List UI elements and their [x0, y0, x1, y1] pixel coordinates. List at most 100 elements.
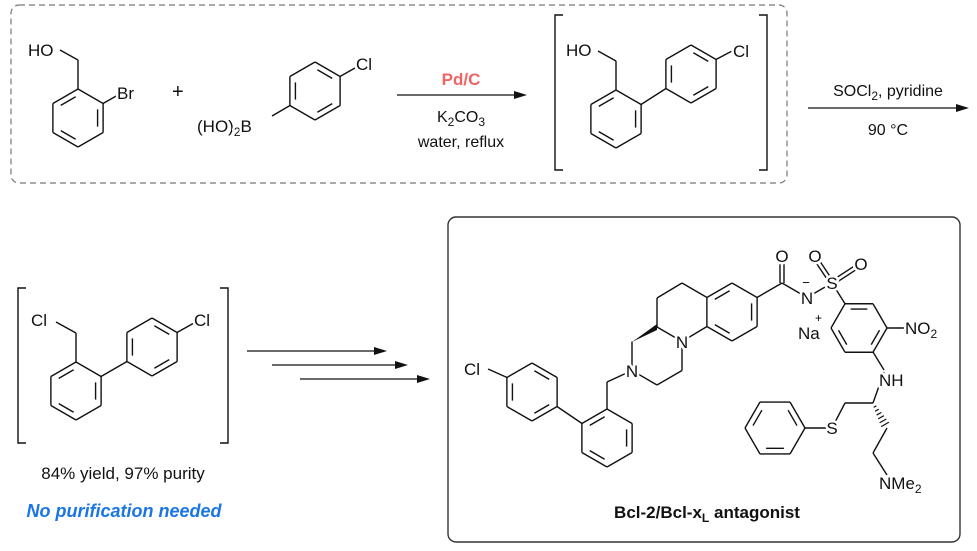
step-2-reagent-label: SOCl2, pyridine: [833, 83, 943, 103]
ring-bond: [77, 88, 104, 105]
bond: [681, 325, 708, 343]
ring-bond: [590, 132, 617, 149]
aromatic-double-bond: [58, 369, 74, 379]
ring-bond: [289, 104, 316, 121]
ring-bond: [706, 282, 733, 299]
product-title: Bcl-2/Bcl-xL antagonist: [614, 503, 800, 525]
ring-bond: [289, 61, 316, 78]
aromatic-double-bond: [317, 69, 333, 79]
ring-bond: [789, 427, 806, 455]
ring-bond: [151, 317, 178, 334]
carbonyl-o-label: O: [775, 247, 788, 266]
bond: [831, 282, 846, 305]
bond: [831, 402, 846, 429]
double-bond: [819, 260, 835, 283]
reactant-1-hydroxyl-label: HO: [28, 41, 54, 60]
bond: [59, 49, 79, 61]
bond: [271, 104, 291, 117]
ring-bond: [531, 362, 558, 379]
ring-bond: [50, 361, 77, 378]
aromatic-double-bond: [870, 329, 881, 345]
reactant-2-chloro-label: Cl: [356, 55, 372, 74]
aromatic-double-bond: [60, 96, 76, 106]
ring-bond: [690, 87, 717, 104]
sulfonyl-o2-label: O: [854, 255, 867, 274]
solvent-label: water, reflux: [417, 134, 504, 151]
sulfonyl-o1-label: O: [808, 247, 821, 266]
sulfur-label: S: [826, 274, 837, 293]
intermediate-2-brackets: [17, 287, 229, 444]
nitro-label: NO2: [905, 319, 938, 341]
ring-bond: [151, 360, 178, 377]
ring-bond: [531, 405, 558, 422]
bond: [339, 67, 356, 78]
sodium-label: Na: [798, 324, 820, 343]
step-1-dashed-box: [10, 4, 788, 184]
bond: [681, 282, 708, 299]
hash-mark: [874, 408, 880, 412]
bond: [656, 326, 683, 343]
ring-bond: [506, 405, 533, 422]
hash-mark: [877, 415, 885, 420]
reactant-2-boronic-acid-label: (HO)2B: [197, 117, 252, 139]
aromatic-double-bond: [154, 359, 170, 369]
wedge-bond: [632, 324, 657, 342]
ring-bond: [606, 408, 633, 425]
bond: [606, 369, 633, 383]
ring-bond: [872, 327, 888, 353]
intermediate-2-chloromethyl-label: Cl: [31, 311, 47, 330]
bond: [640, 87, 667, 106]
bond: [102, 94, 119, 105]
aromatic-double-bond: [60, 130, 76, 140]
aromatic-double-bond: [154, 325, 170, 335]
hashed-bond: [873, 405, 890, 428]
ring-bond: [744, 427, 761, 455]
ring-bond: [75, 361, 102, 378]
bond: [556, 405, 583, 425]
ring-bond: [606, 451, 633, 468]
ring-bond: [665, 87, 692, 104]
ring-bond: [75, 404, 102, 421]
hash-mark: [880, 421, 890, 428]
bond: [756, 282, 783, 299]
base-label: K2CO3: [437, 109, 485, 129]
bond: [715, 50, 733, 61]
reaction-arrow-2: [808, 104, 969, 112]
ring-bond: [665, 44, 692, 61]
ring-bond: [581, 408, 608, 425]
ring-bond: [872, 303, 888, 329]
bond: [806, 282, 833, 299]
yield-text: 84% yield, 97% purity: [41, 464, 205, 483]
reaction-arrow-1: [397, 91, 527, 99]
bond: [872, 371, 885, 404]
bond: [597, 50, 617, 62]
product-box: [447, 216, 961, 543]
negative-charge: −: [802, 275, 810, 290]
aromatic-double-bond: [837, 329, 848, 345]
aromatic-double-bond: [534, 370, 550, 380]
ring-bond: [731, 325, 758, 342]
multistep-arrows: [247, 347, 430, 383]
intermediate-1-brackets: [554, 14, 768, 171]
bond: [656, 369, 683, 386]
hash-mark: [876, 411, 882, 416]
ring-bond: [506, 362, 533, 379]
molecule-bonds: [50, 44, 904, 476]
bond: [631, 369, 658, 386]
plus-sign: +: [172, 81, 184, 103]
bond: [781, 282, 808, 299]
ring-bond: [789, 401, 806, 429]
intermediate-1-chloro-label: Cl: [733, 42, 749, 61]
double-bond: [830, 265, 855, 282]
product-chloro-label: Cl: [464, 360, 480, 379]
aromatic-double-bond: [317, 103, 333, 113]
piperazine-n-label: N: [626, 362, 638, 381]
reactant-1-bromo-label: Br: [117, 84, 134, 103]
ring-bond: [52, 88, 79, 105]
ring-bond: [314, 104, 341, 121]
amine-nh-label: NH: [879, 371, 904, 390]
aromatic-double-bond: [598, 131, 614, 141]
ring-bond: [615, 132, 642, 149]
bond: [656, 282, 683, 299]
ring-bond: [581, 451, 608, 468]
